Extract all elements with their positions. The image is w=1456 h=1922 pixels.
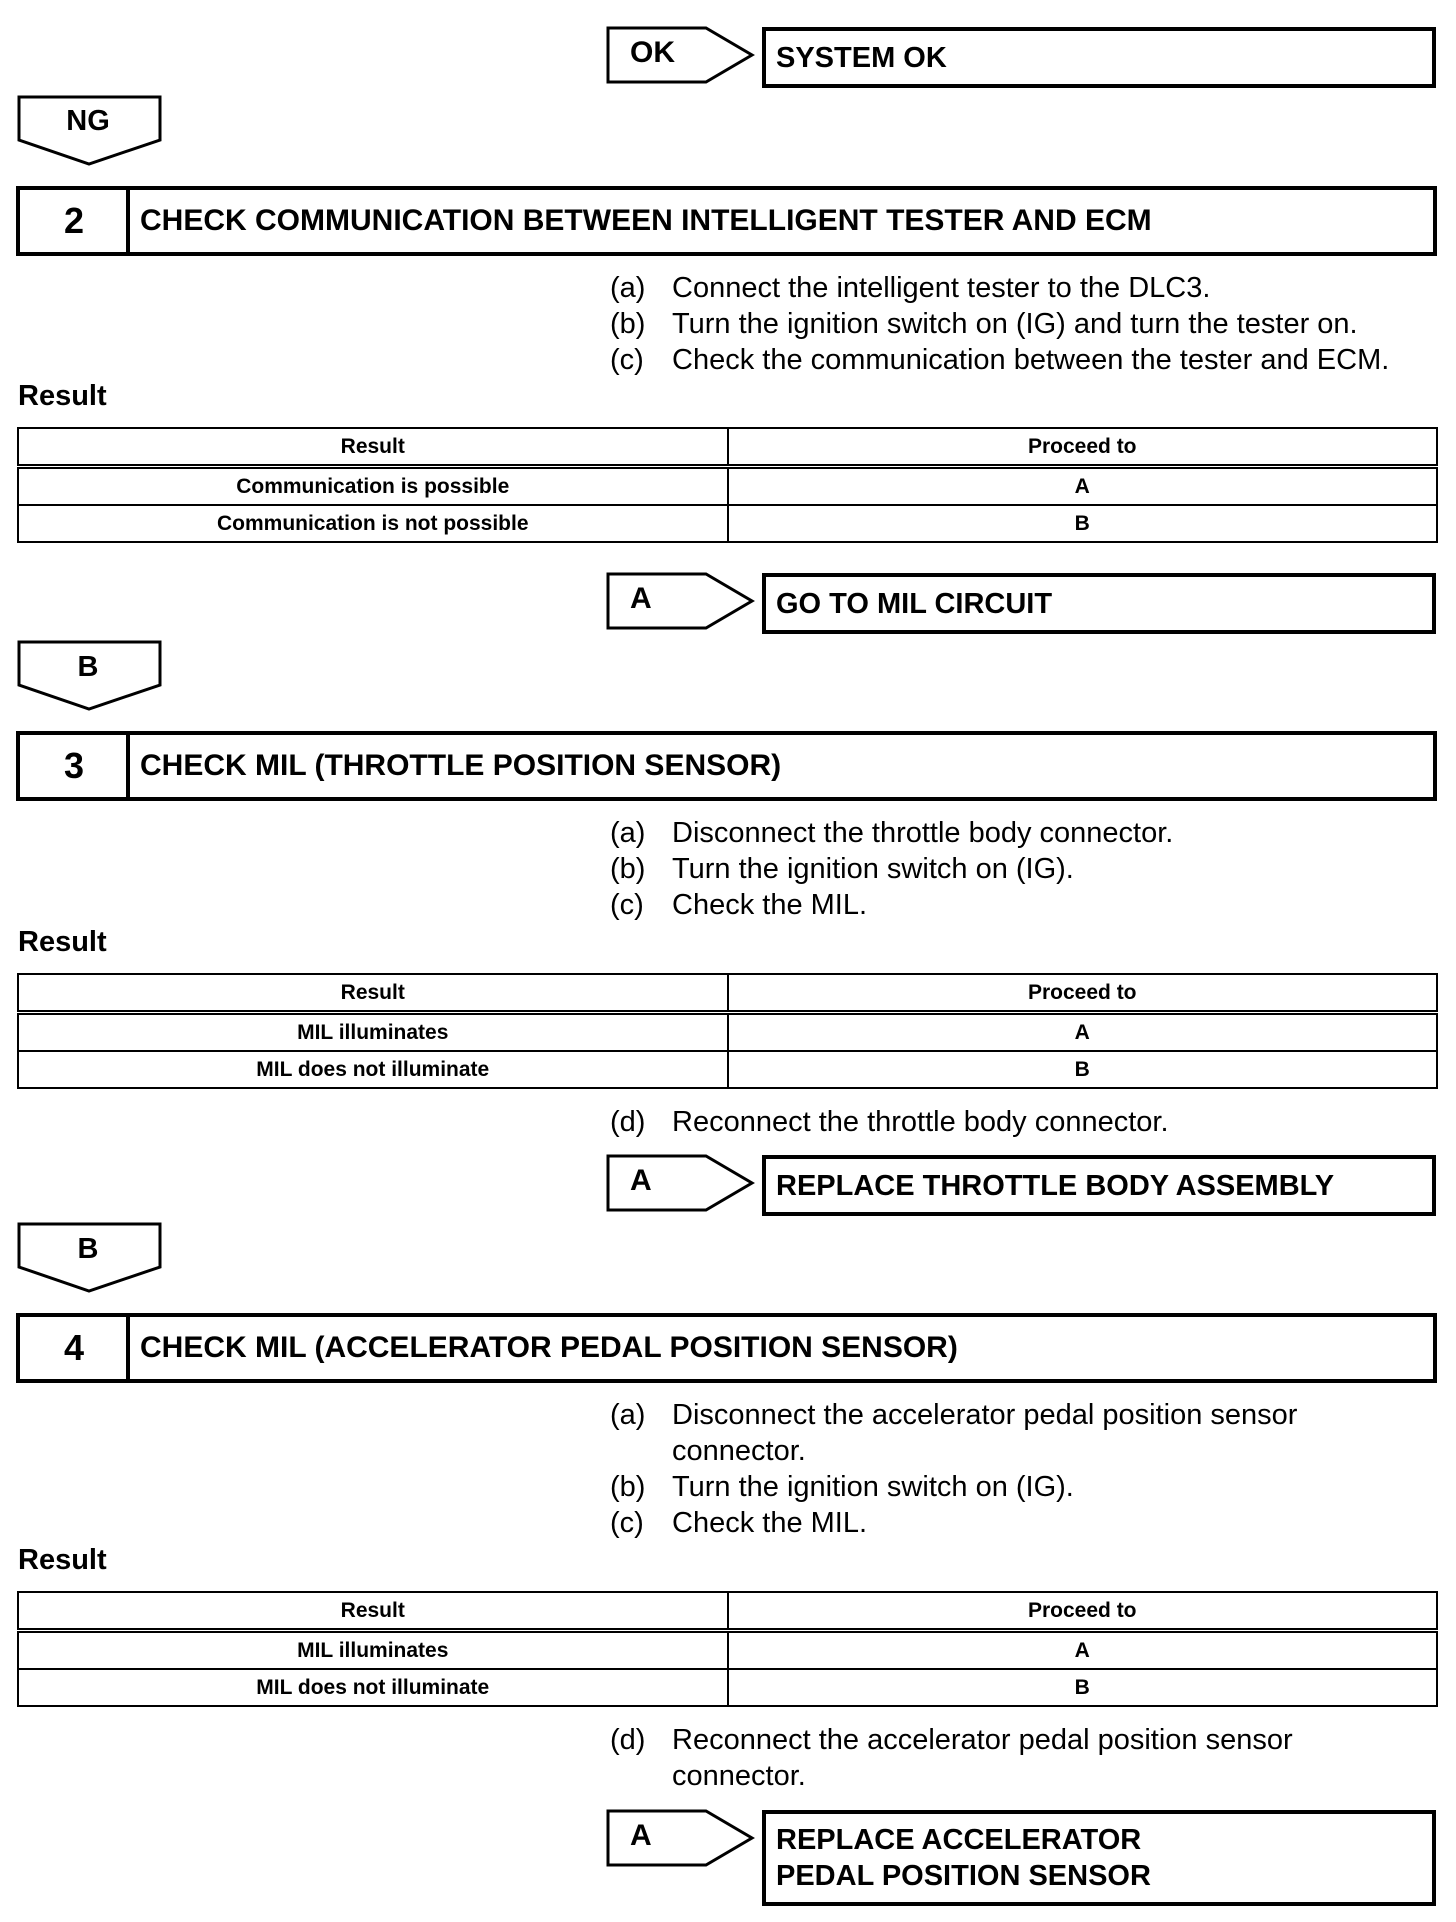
step-4-number: 4 <box>16 1313 128 1383</box>
step-3-instructions: (a)Disconnect the throttle body connecto… <box>610 815 1450 923</box>
instruction-a: (a)Disconnect the throttle body connecto… <box>610 817 1174 849</box>
instruction-b: (b)Turn the ignition switch on (IG). <box>610 1471 1074 1503</box>
col-header-result: Result <box>17 1591 729 1633</box>
step-4-a-arrow-shape <box>606 1809 755 1867</box>
instruction-c: (c)Check the MIL. <box>610 1507 868 1539</box>
step-2-a-branch-label: A <box>630 582 652 615</box>
col-header-result: Result <box>17 427 729 469</box>
step-3-b-branch-label: B <box>77 1233 99 1265</box>
step-4-a-branch-label: A <box>630 1819 652 1852</box>
step-2-title: CHECK COMMUNICATION BETWEEN INTELLIGENT … <box>126 186 1437 256</box>
replace-accelerator-pedal-sensor-box: REPLACE ACCELERATOR PEDAL POSITION SENSO… <box>762 1810 1436 1906</box>
step-4-title: CHECK MIL (ACCELERATOR PEDAL POSITION SE… <box>126 1313 1437 1383</box>
step-3-after-instruction: (d)Reconnect the throttle body connector… <box>610 1104 1450 1140</box>
replace-throttle-body-box: REPLACE THROTTLE BODY ASSEMBLY <box>762 1155 1436 1216</box>
step-4-result-heading: Result <box>18 1544 107 1576</box>
ng-arrow-shape <box>17 95 162 166</box>
ng-branch-label: NG <box>66 105 110 137</box>
step-2-b-arrow-shape <box>17 640 162 711</box>
replace-accelerator-pedal-sensor-text: REPLACE ACCELERATOR PEDAL POSITION SENSO… <box>776 1824 1151 1892</box>
step-3-b-arrow-shape <box>17 1222 162 1293</box>
instruction-c: (c)Check the communication between the t… <box>610 344 1390 376</box>
step-2-result-heading: Result <box>18 380 107 412</box>
step-2-a-arrow-shape <box>606 572 755 630</box>
instruction-a: (a)Disconnect the accelerator pedal posi… <box>610 1399 1298 1467</box>
ok-branch-label: OK <box>630 36 675 69</box>
step-3-number: 3 <box>16 731 128 801</box>
instruction-a: (a)Connect the intelligent tester to the… <box>610 272 1211 304</box>
step-2-instructions: (a)Connect the intelligent tester to the… <box>610 270 1450 378</box>
col-header-proceed: Proceed to <box>726 973 1438 1015</box>
step-3-result-heading: Result <box>18 926 107 958</box>
instruction-b: (b)Turn the ignition switch on (IG). <box>610 853 1074 885</box>
instruction-c: (c)Check the MIL. <box>610 889 868 921</box>
step-2-number: 2 <box>16 186 128 256</box>
step-4-after-instruction: (d)Reconnect the accelerator pedal posit… <box>610 1722 1330 1794</box>
ok-arrow-shape <box>606 26 755 84</box>
col-header-proceed: Proceed to <box>726 1591 1438 1633</box>
step-2-b-branch-label: B <box>77 651 99 683</box>
instruction-d: (d)Reconnect the throttle body connector… <box>610 1106 1169 1138</box>
system-ok-box: SYSTEM OK <box>762 27 1436 88</box>
step-4-instructions: (a)Disconnect the accelerator pedal posi… <box>610 1397 1330 1541</box>
go-to-mil-circuit-box: GO TO MIL CIRCUIT <box>762 573 1436 634</box>
step-3-title: CHECK MIL (THROTTLE POSITION SENSOR) <box>126 731 1437 801</box>
col-header-proceed: Proceed to <box>726 427 1438 469</box>
instruction-b: (b)Turn the ignition switch on (IG) and … <box>610 308 1358 340</box>
col-header-result: Result <box>17 973 729 1015</box>
step-3-a-arrow-shape <box>606 1154 755 1212</box>
step-3-a-branch-label: A <box>630 1164 652 1197</box>
instruction-d: (d)Reconnect the accelerator pedal posit… <box>610 1724 1293 1792</box>
